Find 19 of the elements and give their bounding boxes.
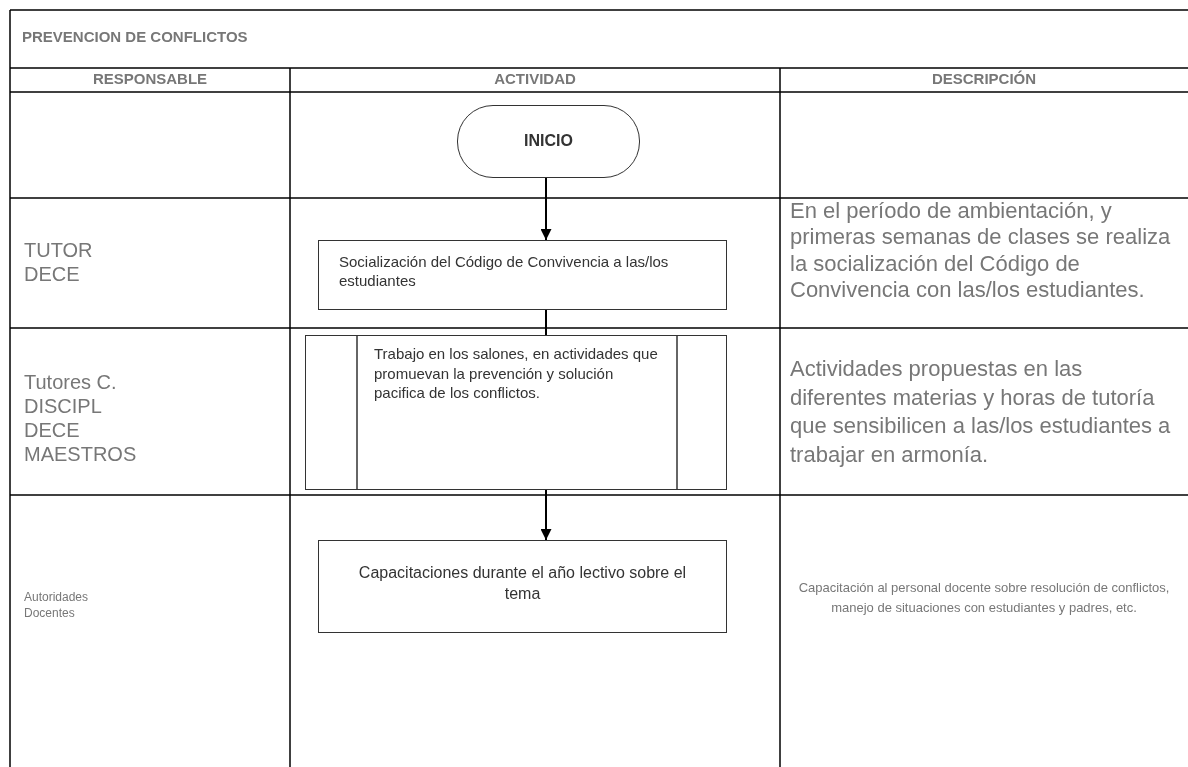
- responsible-text: Tutores C. DISCIPL DECE MAESTROS: [24, 370, 138, 466]
- responsible-text: Autoridades Docentes: [24, 590, 90, 622]
- description-text: Actividades propuestas en las diferentes materias y horas de tutoría que sensibilicen a las/los estudiantes a trabajar en armonía.: [790, 355, 1172, 469]
- arrow: [540, 177, 552, 241]
- arrow: [540, 489, 552, 541]
- description-text: Capacitación al personal docente sobre resolución de conflictos, manejo de situaciones con estudiantes y padres, etc.: [797, 579, 1171, 617]
- column-header: ACTIVIDAD: [493, 70, 577, 87]
- diagram-title: PREVENCION DE CONFLICTOS: [22, 28, 248, 45]
- process-box: [318, 240, 727, 310]
- responsible-text: TUTOR DECE: [24, 238, 94, 286]
- predefined-process-box: [305, 335, 727, 490]
- node-text: INICIO: [524, 131, 573, 152]
- description-text: En el período de ambientación, y primeras semanas de clases se realiza la socialización del Código de Convivencia con las/los estudiantes.: [790, 198, 1172, 304]
- node-text: Capacitaciones durante el año lectivo sobre el tema: [357, 563, 688, 604]
- process-box: [318, 540, 727, 633]
- node-text: Trabajo en los salones, en actividades que promuevan la prevención y solución pacifica de los conflictos.: [374, 344, 659, 403]
- column-header: RESPONSABLE: [91, 70, 209, 87]
- node-text: Socialización del Código de Convivencia a las/los estudiantes: [339, 251, 670, 291]
- column-header: DESCRIPCIÓN: [930, 70, 1038, 87]
